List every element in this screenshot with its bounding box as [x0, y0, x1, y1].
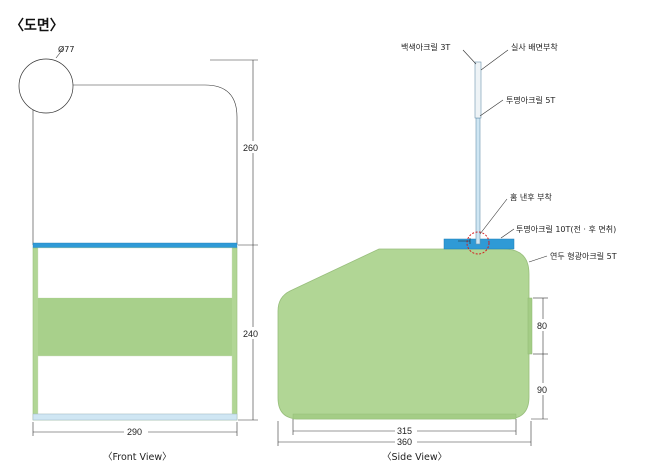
front-window-top — [37, 247, 233, 299]
leader-clear-acrylic — [479, 99, 504, 117]
side-dim-80: 80 — [537, 321, 547, 331]
dim-mask-90 — [534, 383, 552, 395]
dim-mask-315 — [395, 425, 417, 436]
front-circle — [18, 58, 74, 114]
side-white-acrylic — [474, 61, 482, 119]
dim-mask-260 — [241, 141, 261, 153]
side-clear-acrylic — [475, 117, 481, 245]
label-print-back: 실사 배면부착 — [511, 42, 558, 52]
side-dim-90: 90 — [537, 385, 547, 395]
front-view-caption: 〈Front View〉 — [103, 452, 172, 463]
groove-highlight-circle — [466, 231, 490, 255]
dim-mask-360 — [395, 436, 417, 447]
label-clear-10t: 투명아크릴 10T(전 · 후 면취) — [516, 224, 616, 234]
dim-mask-290 — [124, 426, 148, 437]
side-dim-360: 360 — [397, 437, 412, 447]
leader-groove — [479, 198, 508, 235]
leader-print-back — [480, 49, 509, 71]
side-view: 백색아크릴 3T 실사 배면부착 투명아크릴 5T 홈 낸후 부착 투명아크릴 … — [277, 42, 617, 463]
label-green-fluor: 연두 형광아크릴 5T — [550, 251, 617, 261]
side-dim-315: 315 — [397, 426, 412, 436]
circle-leader — [55, 48, 64, 59]
groove-arrow — [458, 238, 471, 244]
front-window-bottom — [37, 355, 233, 415]
drawing-title: 〈도면〉 — [10, 17, 64, 34]
front-dim-260: 260 — [243, 143, 258, 153]
leader-white-acrylic — [462, 49, 477, 65]
circle-diameter-label: Ø77 — [58, 44, 74, 54]
front-dim-290: 290 — [127, 427, 142, 437]
leader-green-fluor — [528, 255, 548, 263]
side-bottom-strip — [292, 413, 517, 420]
label-white-acrylic: 백색아크릴 3T — [401, 42, 450, 52]
label-groove: 홈 낸후 부착 — [510, 192, 553, 202]
front-blue-strip — [32, 242, 238, 249]
side-view-caption: 〈Side View〉 — [382, 452, 447, 463]
side-tab — [527, 297, 533, 355]
dim-mask-240 — [241, 327, 261, 339]
front-upper-panel — [32, 84, 238, 245]
dim-mask-80 — [534, 319, 552, 331]
leader-clear-10t — [500, 228, 515, 239]
side-green-base — [277, 248, 530, 420]
front-dim-240: 240 — [243, 329, 258, 339]
front-green-band — [38, 298, 232, 356]
front-view: Ø77 260 240 290 〈Front View〉 — [18, 44, 261, 463]
label-clear-acrylic: 투명아크릴 5T — [506, 95, 555, 105]
front-base — [32, 413, 238, 421]
